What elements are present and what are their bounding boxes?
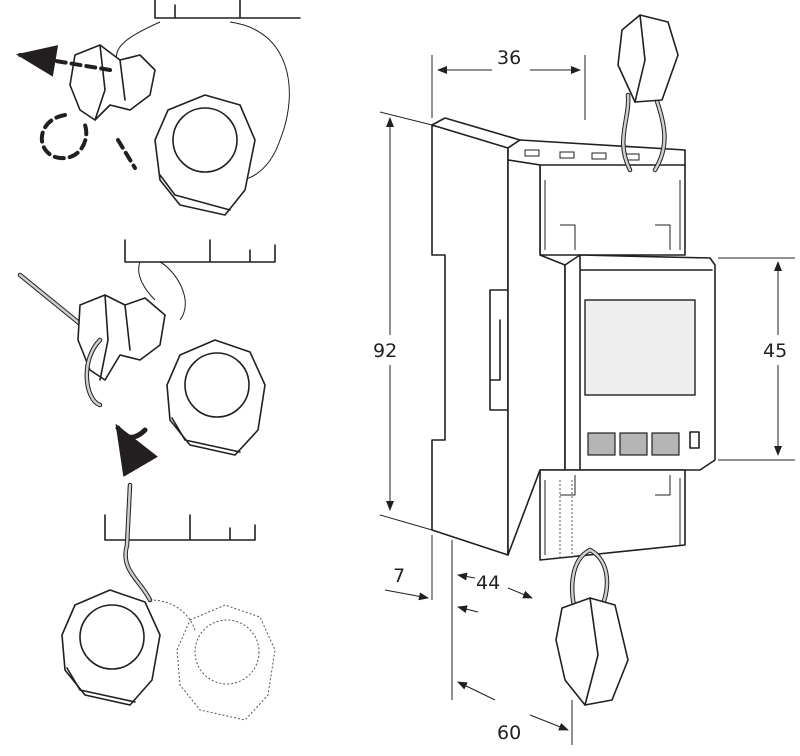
seal-face [79,604,145,670]
seal-step-3 [61,482,276,721]
dim-depth-44: 44 [476,572,501,594]
dim-width-36: 36 [497,47,522,69]
lcd-screen [584,299,696,396]
meter-button-1[interactable] [587,432,616,456]
seal-ghost [176,604,276,721]
dim-offset-7: 7 [393,565,406,587]
seal-step-2 [17,239,276,477]
terminal-clip [77,294,166,381]
seal-step-1 [16,0,301,216]
seal-face [172,107,238,173]
status-led [689,431,700,449]
din-rail-side [431,124,509,556]
seal-face [184,352,250,418]
rotate-arrow-icon [115,423,158,477]
dim-depth-60: 60 [497,722,522,744]
meter-button-3[interactable] [651,432,680,456]
meter-button-2[interactable] [619,432,648,456]
bottom-seal [555,597,629,706]
terminal-clip [69,44,156,121]
top-seal [617,14,679,103]
arrow-out-icon [16,45,112,77]
dim-height-45: 45 [763,340,788,362]
dim-height-92: 92 [373,340,398,362]
energy-meter [431,14,716,706]
bottom-terminal-block [539,469,686,561]
dimension-lines [379,55,795,745]
